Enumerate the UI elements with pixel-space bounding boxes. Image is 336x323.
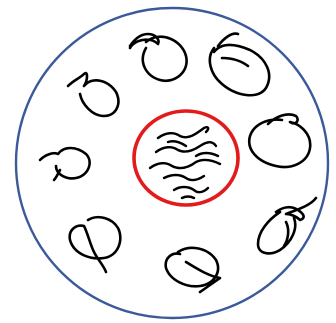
inner-wave-5	[164, 175, 204, 180]
inner-scribbles	[150, 127, 220, 198]
inner-wave-1	[158, 127, 208, 138]
scribble-top	[130, 34, 187, 81]
scribble-bottom-right	[258, 198, 316, 253]
scribble-right	[249, 114, 310, 167]
outer-circle	[16, 8, 328, 318]
scribble-left-middle	[40, 148, 90, 180]
scribble-bottom	[166, 248, 220, 292]
inner-circle	[134, 111, 238, 205]
inner-wave-6	[174, 187, 208, 198]
scribble-bottom-left	[70, 217, 121, 272]
inner-wave-4	[150, 160, 220, 168]
scribble-left-upper	[68, 73, 118, 116]
ring-scribbles	[40, 34, 316, 292]
scribble-top-right	[210, 34, 269, 96]
